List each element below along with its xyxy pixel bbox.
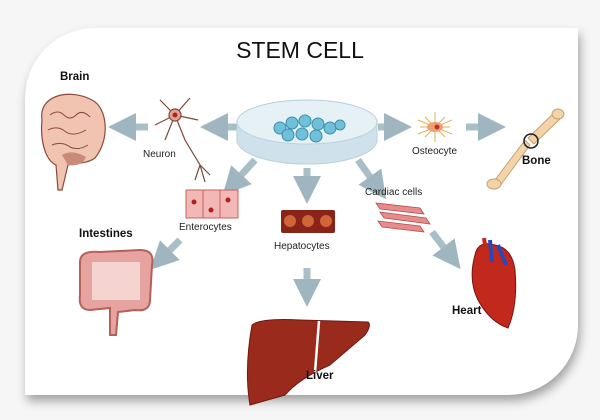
bone-label: Bone <box>522 155 551 167</box>
bone-icon <box>486 108 565 190</box>
brain-icon <box>40 93 106 191</box>
liver-label: Liver <box>306 370 334 382</box>
intestines-label: Intestines <box>79 228 133 240</box>
hepatocytes-label: Hepatocytes <box>274 241 330 252</box>
enterocytes-icon <box>185 189 239 219</box>
heart-icon <box>471 237 517 329</box>
neuron-icon <box>154 97 211 183</box>
page-title: STEM CELL <box>236 37 364 63</box>
arrow-dish-to-cardiac <box>355 157 387 200</box>
arrow-enterocytes-to-intestines <box>150 237 183 270</box>
brain-label: Brain <box>60 71 90 83</box>
hepatocytes-icon <box>281 210 335 233</box>
heart-label: Heart <box>452 305 482 317</box>
enterocytes-label: Enterocytes <box>179 222 232 233</box>
osteocyte-label: Osteocyte <box>412 146 458 157</box>
arrow-cardiac-to-heart <box>429 229 461 270</box>
intestines-icon <box>78 248 154 336</box>
osteocyte-icon <box>417 112 453 142</box>
cardiac-cells-icon <box>375 202 431 233</box>
petri-dish-icon <box>236 99 378 165</box>
neuron-label: Neuron <box>143 149 176 160</box>
cardiac-cells-label: Cardiac cells <box>365 187 423 198</box>
arrow-dish-to-enterocytes <box>222 157 258 196</box>
liver-icon <box>246 319 370 406</box>
